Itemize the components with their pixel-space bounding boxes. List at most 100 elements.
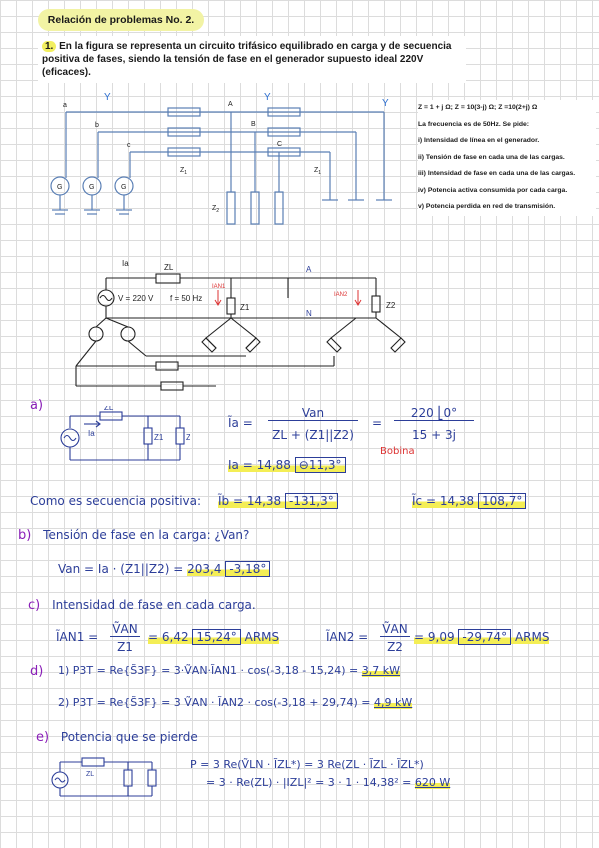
section-a-ia: Ia bbox=[88, 429, 95, 438]
ib-magnitude: Ĩb = 14,38 bbox=[218, 494, 282, 508]
problem-statement: 1. En la figura se representa un circuit… bbox=[38, 36, 466, 83]
page-title: Relación de problemas No. 2. bbox=[38, 9, 204, 31]
ic-result: Ĩc = 14,38 108,7° bbox=[412, 493, 527, 509]
sketch-z2-label: Z2 bbox=[386, 301, 396, 310]
generator-label: G bbox=[121, 184, 126, 191]
ian1-num: ṼAN bbox=[110, 622, 140, 637]
section-c-text: Intensidad de fase en cada carga. bbox=[52, 598, 256, 612]
ib-angle: -131,3° bbox=[285, 493, 338, 509]
section-a-label: a) bbox=[30, 398, 44, 413]
sketch-ian2-label: IAN2 bbox=[334, 292, 348, 298]
sketch-ia-label: Ia bbox=[122, 259, 129, 268]
e-line-2-text: = 3 · Re(ZL) · |IZL|² = 3 · 1 · 14,38² = bbox=[206, 776, 412, 789]
sketch-zl-label: ZL bbox=[164, 263, 174, 272]
van-magnitude: 203,4 bbox=[187, 562, 222, 576]
question-item: i) Intensidad de línea en el generador. bbox=[418, 137, 540, 144]
z2-label: Z2 bbox=[212, 205, 219, 214]
section-a-circuit: ZL Ia Z1 Z2 bbox=[60, 406, 190, 461]
sketch-voltage-label: V = 220 V bbox=[118, 294, 154, 303]
generator-label: G bbox=[89, 184, 94, 191]
ian1-den: Z1 bbox=[117, 640, 133, 654]
sketch-z1-label: Z1 bbox=[240, 303, 250, 312]
sketch-node-a: A bbox=[306, 265, 312, 274]
ian1-lhs: ĨAN1 = bbox=[56, 630, 99, 644]
eq1-denominator-2: 15 + 3j bbox=[412, 428, 456, 442]
ic-angle: 108,7° bbox=[478, 493, 527, 509]
section-e-zl: ZL bbox=[86, 771, 94, 778]
node-A-label: A bbox=[228, 101, 233, 108]
section-a-zl: ZL bbox=[104, 406, 114, 412]
ian2-magnitude: = 9,09 bbox=[414, 630, 455, 644]
section-a-z2: Z2 bbox=[186, 433, 190, 442]
z1-right-label: Z1 bbox=[314, 167, 321, 176]
eq1-denominator: ZL + (Z1||Z2) bbox=[272, 428, 354, 442]
ian1-unit: ARMS bbox=[244, 630, 280, 644]
section-c-label: c) bbox=[28, 598, 41, 613]
sketch-frequency-label: f = 50 Hz bbox=[170, 294, 202, 303]
ia-result: Ia = 14,88 ⊖11,3° bbox=[228, 457, 346, 473]
node-B-label: B bbox=[251, 121, 256, 128]
ian2-lhs: ĨAN2 = bbox=[326, 630, 369, 644]
wye-label-2: Y bbox=[264, 92, 271, 103]
node-c-label: c bbox=[127, 142, 131, 149]
section-b: b) Tensión de fase en la carga: ¿Van? bbox=[18, 528, 249, 543]
ian1-result: = 6,42 15,24° ARMS bbox=[148, 629, 280, 645]
ian2-num: ṼAN bbox=[380, 622, 410, 637]
eq1-lhs: Ĩa = bbox=[228, 416, 253, 430]
section-e-label: e) bbox=[36, 730, 50, 745]
problem-text: En la figura se representa un circuito t… bbox=[42, 41, 452, 78]
ia-magnitude: Ia = 14,88 bbox=[228, 458, 291, 472]
d-line-2-text: 2) P3T = Re{S̃3F} = 3 ṼAN · ĨAN2 · cos(-… bbox=[58, 696, 371, 709]
impedances-line: Z = 1 + j Ω; Z = 10(3-j) Ω; Z =10(2+j) Ω bbox=[418, 104, 538, 111]
d-result-2: 4,9 kW bbox=[374, 696, 413, 709]
problem-number: 1. bbox=[42, 41, 57, 52]
e-line-2: = 3 · Re(ZL) · |IZL|² = 3 · 1 · 14,38² =… bbox=[206, 776, 451, 789]
node-C-label: C bbox=[277, 141, 282, 148]
question-item: iii) Intensidad de fase en cada una de l… bbox=[418, 170, 576, 177]
frequency-line: La frecuencia es de 50Hz. Se pide: bbox=[418, 120, 530, 128]
ian2-unit: ARMS bbox=[514, 630, 550, 644]
three-phase-circuit-diagram: Y Y Y a b c A B C G G G Z1 Z1 Z2 bbox=[50, 92, 392, 225]
question-item: v) Potencia perdida en red de transmisió… bbox=[418, 203, 556, 210]
section-b-label: b) bbox=[18, 528, 32, 543]
eq1-numerator-2: 220 ⎣0° bbox=[394, 406, 474, 421]
ian1-magnitude: = 6,42 bbox=[148, 630, 189, 644]
section-e-text: Potencia que se pierde bbox=[60, 730, 198, 744]
question-item: iv) Potencia activa consumida por cada c… bbox=[418, 186, 568, 194]
van-equation: Van = Ia · (Z1||Z2) = 203,4 -3,18° bbox=[58, 561, 271, 577]
van-result: 203,4 -3,18° bbox=[187, 561, 271, 577]
d-result-1: 3,7 kW bbox=[361, 664, 401, 677]
node-b-label: b bbox=[95, 122, 99, 129]
van-angle: -3,18° bbox=[225, 561, 271, 577]
generator-label: G bbox=[57, 184, 62, 191]
section-b-text: Tensión de fase en la carga: ¿Van? bbox=[43, 528, 250, 542]
section-d-label: d) bbox=[30, 664, 44, 679]
sketch-node-n: N bbox=[306, 309, 312, 318]
ia-angle: ⊖11,3° bbox=[294, 457, 346, 473]
node-a-label: a bbox=[63, 102, 67, 109]
wye-label-1: Y bbox=[104, 92, 111, 103]
d-line-1: 1) P3T = Re{S̃3F} = 3·ṼAN·ĨAN1 · cos(-3,… bbox=[58, 664, 401, 677]
handwritten-circuit-sketch: Ia ZL V = 220 V f = 50 Hz Z1 Z2 A N IAN1… bbox=[75, 259, 406, 391]
z1-left-label: Z1 bbox=[180, 167, 187, 176]
question-item: ii) Tensión de fase en cada una de las c… bbox=[418, 153, 565, 161]
e-result: 620 W bbox=[414, 776, 451, 789]
e-line-1: P = 3 Re(ṼLN · ĨZL*) = 3 Re(ZL · ĨZL · Ĩ… bbox=[190, 758, 424, 771]
section-c: c) Intensidad de fase en cada carga. bbox=[28, 598, 256, 613]
eq1-equals: = bbox=[372, 416, 383, 430]
van-eq-text: Van = Ia · (Z1||Z2) = bbox=[58, 562, 184, 576]
section-e: e) Potencia que se pierde bbox=[36, 730, 198, 745]
bobina-note: Bobina bbox=[380, 446, 415, 457]
d-line-1-text: 1) P3T = Re{S̃3F} = 3·ṼAN·ĨAN1 · cos(-3,… bbox=[58, 664, 359, 677]
ian2-result: = 9,09 -29,74° ARMS bbox=[414, 629, 550, 645]
section-e-circuit: ZL bbox=[51, 757, 157, 797]
d-line-2: 2) P3T = Re{S̃3F} = 3 ṼAN · ĨAN2 · cos(-… bbox=[58, 696, 413, 709]
sketch-ian1-label: IAN1 bbox=[212, 284, 226, 290]
sequence-text: Como es secuencia positiva: bbox=[30, 494, 202, 508]
given-data: Z = 1 + j Ω; Z = 10(3-j) Ω; Z =10(2+j) Ω… bbox=[418, 100, 596, 216]
eq1-numerator: Van bbox=[268, 406, 358, 421]
section-a-z1: Z1 bbox=[154, 433, 164, 442]
ic-magnitude: Ĩc = 14,38 bbox=[412, 494, 475, 508]
ian2-angle: -29,74° bbox=[458, 629, 512, 645]
ib-result: Ĩb = 14,38 -131,3° bbox=[218, 493, 338, 509]
